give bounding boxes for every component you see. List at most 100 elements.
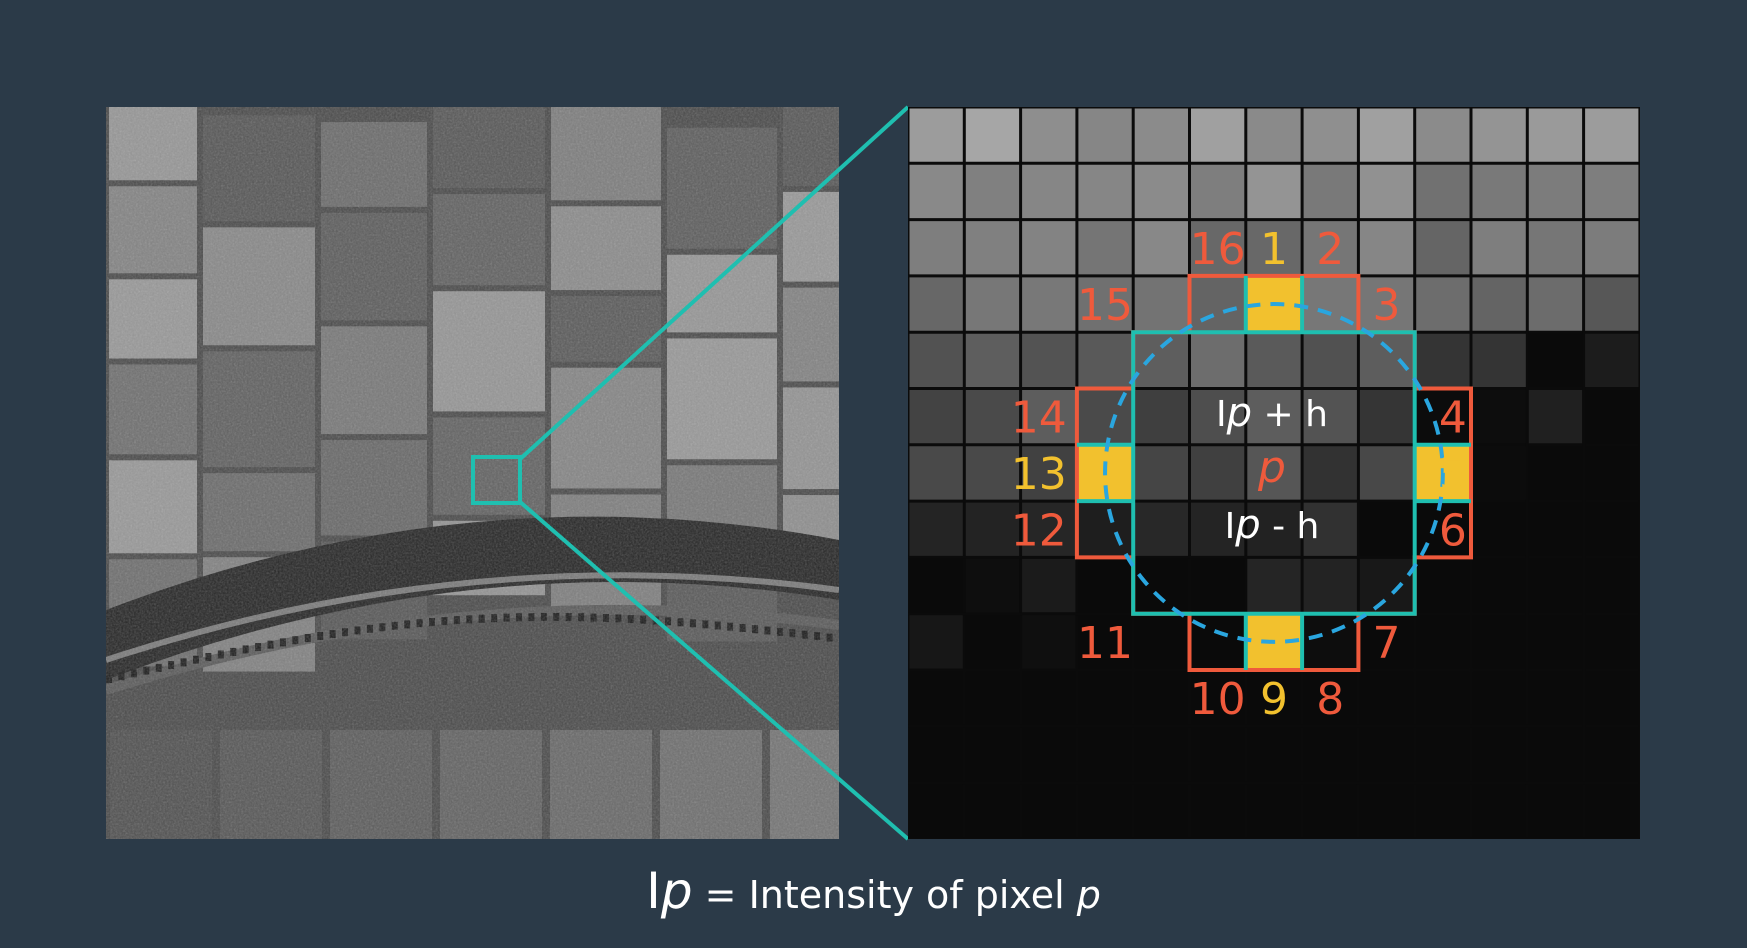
pixel-cell: [1133, 332, 1190, 389]
pixel-cell: [1527, 332, 1584, 389]
pixel-cell: [1245, 107, 1303, 164]
pixel-cell: [964, 782, 1021, 839]
zoom-line-bottom: [517, 499, 910, 841]
circle-overlays: [1074, 273, 1473, 672]
pixel-cell: [964, 388, 1021, 445]
pixel-cell: [1414, 219, 1471, 276]
pixel-cell: [908, 782, 965, 839]
ring-label-14: 14: [1011, 393, 1067, 444]
pixel-cell: [1527, 107, 1584, 164]
dentil: [839, 635, 845, 643]
pixel-cell: [908, 107, 965, 164]
pixel-cell: [1414, 613, 1471, 670]
pixel-cell: [908, 501, 965, 558]
label-ip-plus-h: Ip + h: [1216, 390, 1328, 436]
label-ip-minus-h: Ip - h: [1225, 502, 1320, 548]
pixel-cell: [1583, 444, 1640, 502]
pixel-cell: [908, 332, 965, 389]
pixel-cell: [1020, 219, 1077, 276]
pixel-cell: [1020, 501, 1077, 558]
pixel-cell: [1302, 388, 1359, 445]
pixel-cell: [1527, 670, 1584, 727]
pixel-cell: [1414, 782, 1471, 839]
pixel-cell: [1358, 219, 1415, 276]
ring-label-6: 6: [1439, 505, 1467, 556]
pixel-cell: [1302, 219, 1359, 276]
caption: Ip = Intensity of pixel p: [0, 862, 1747, 920]
pixel-cell: [1076, 557, 1134, 614]
pixel-cell: [1414, 163, 1471, 220]
pixel-cell: [1471, 107, 1528, 164]
pixel-cell: [1133, 107, 1190, 164]
pixel-cell: [1245, 782, 1303, 839]
pixel-cell: [964, 332, 1021, 389]
pixel-cell: [1302, 332, 1359, 389]
pixel-cell: [1527, 782, 1584, 839]
pixel-cell: [1189, 388, 1246, 445]
pixel-cell: [964, 501, 1021, 558]
pixel-cell: [1583, 726, 1640, 783]
ring-label-11: 11: [1077, 618, 1133, 669]
pixel-cell: [1020, 613, 1077, 670]
pixel-cell: [1245, 726, 1303, 783]
pixel-cell: [1302, 670, 1359, 727]
pixel-cell: [964, 219, 1021, 276]
pixel-cell: [1358, 388, 1415, 445]
pixel-cell: [1527, 613, 1584, 670]
pixel-cell: [1302, 107, 1359, 164]
ring-label-8: 8: [1316, 674, 1344, 725]
pixel-cell: [1020, 388, 1077, 445]
pixel-cell: [908, 163, 965, 220]
pixel-cell: [1189, 332, 1246, 389]
zoom-connector: [471, 105, 910, 841]
pixel-cell: [1189, 726, 1246, 783]
ring-label-13: 13: [1011, 449, 1067, 500]
pixel-cell: [1133, 726, 1190, 783]
pixel-cell: [1471, 163, 1528, 220]
pixel-cell: [1020, 332, 1077, 389]
pixel-cell: [1358, 275, 1415, 333]
pixel-cell: [964, 444, 1021, 502]
ring-label-4: 4: [1439, 393, 1467, 444]
pixel-cell: [1133, 444, 1190, 502]
pixel-cell: [1189, 219, 1246, 276]
pixel-cell: [1471, 670, 1528, 727]
pixel-cell: [908, 219, 965, 276]
ring-label-15: 15: [1077, 280, 1133, 331]
pixel-cell: [1358, 726, 1415, 783]
pixel-cell: [908, 613, 965, 670]
caption-p: p: [660, 862, 693, 920]
pixel-cell: [1471, 219, 1528, 276]
pixel-cell: [1583, 782, 1640, 839]
pixel-cell: [908, 670, 965, 727]
pixel-cell: [1020, 275, 1077, 333]
pixel-cell: [1076, 275, 1134, 333]
pixel-cell: [1583, 332, 1640, 389]
pixel-cell: [964, 557, 1021, 614]
pixel-cell: [1302, 613, 1359, 670]
pixel-cell: [1302, 501, 1359, 558]
pixel-cell: [1358, 107, 1415, 164]
pixel-cell: [1471, 332, 1528, 389]
pixel-cell: [1583, 613, 1640, 670]
pixel-cell: [1245, 163, 1303, 220]
pixel-cell: [1414, 107, 1471, 164]
pixel-cell: [1527, 501, 1584, 558]
pixel-cell: [1076, 782, 1134, 839]
ring-label-12: 12: [1011, 505, 1067, 556]
pixel-cell: [964, 670, 1021, 727]
pixel-cell: [964, 107, 1021, 164]
pixel-cell: [1189, 670, 1246, 727]
caption-I: I: [646, 862, 661, 920]
pixel-cell: [1527, 388, 1584, 445]
pixel-cell: [1133, 388, 1190, 445]
ring-label-10: 10: [1190, 674, 1246, 725]
pixel-cell: [1527, 444, 1584, 502]
pixel-cell: [1189, 501, 1246, 558]
pixel-cell: [1189, 557, 1246, 614]
pixel-cell: [1020, 782, 1077, 839]
pixel-cell: [1189, 782, 1246, 839]
caption-text: = Intensity of pixel: [692, 873, 1077, 917]
pixel-cell: [1527, 219, 1584, 276]
pixel-cell: [1189, 107, 1246, 164]
